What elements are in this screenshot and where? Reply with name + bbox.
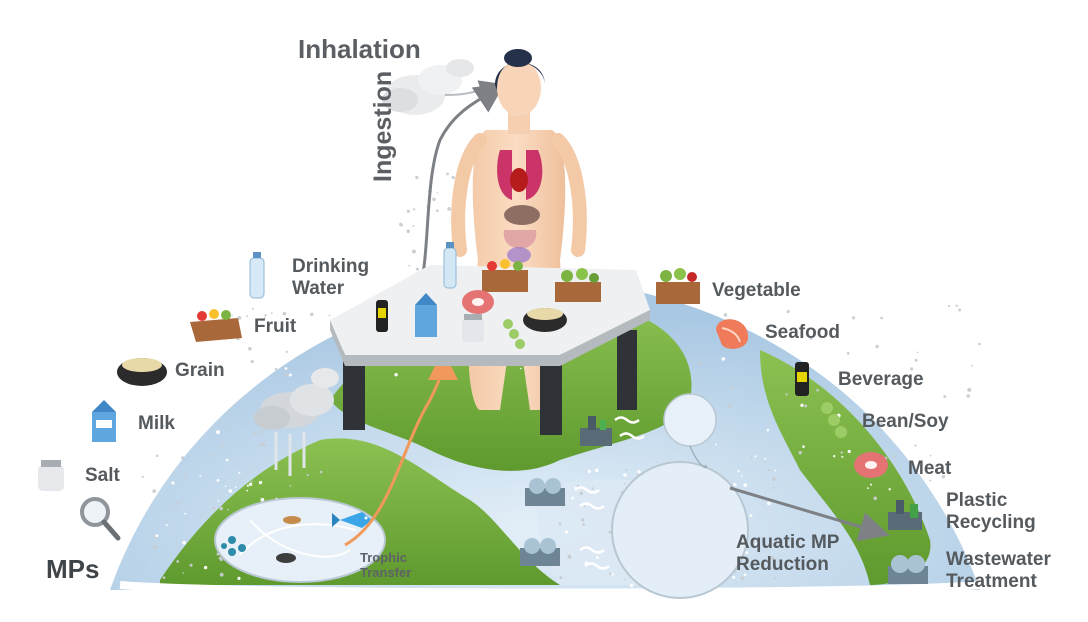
recycling-plant-icon (888, 500, 922, 530)
grain-bowl-icon (117, 358, 167, 386)
milk-carton-icon (92, 400, 116, 442)
beverage-bottle-icon (795, 362, 809, 396)
rain-cloud-icon (254, 368, 339, 476)
trophic-arrow (344, 350, 458, 547)
salt-shaker-icon (462, 314, 484, 342)
salmon-steak-icon (716, 319, 749, 349)
beverage-label: Beverage (838, 369, 924, 390)
meat-label: Meat (908, 458, 952, 479)
grain-bowl-icon (523, 308, 567, 332)
meat-steak-icon (854, 452, 888, 478)
water-bottle-icon (443, 242, 457, 289)
zoom-circle-aquatic (611, 393, 749, 599)
beverage-bottle-icon (376, 300, 388, 332)
salt-shaker-icon (38, 460, 64, 491)
peas-icon (503, 319, 525, 349)
ingestion-label: Ingestion (369, 70, 397, 182)
drinking-water-label: Drinking Water (292, 256, 370, 299)
magnifier-icon (80, 497, 121, 541)
trophic-transfer-label: Trophic Transfer (360, 550, 412, 580)
meat-steak-icon (462, 290, 494, 314)
aquatic-mp-reduction-label: Aquatic MP Reduction (736, 532, 840, 575)
wave-lines (574, 416, 645, 570)
fruit-crate-icon (482, 259, 528, 292)
ingestion-arrow (418, 83, 505, 291)
milk-label: Milk (138, 413, 175, 434)
treatment-plant-icon (888, 555, 928, 584)
inhalation-label: Inhalation (298, 34, 421, 64)
fish-icon (332, 512, 372, 528)
peas-icon (821, 402, 847, 438)
plankton-icon (221, 516, 301, 563)
reduction-arrow (729, 486, 890, 542)
treatment-plant-icon (520, 538, 560, 566)
salt-label: Salt (85, 465, 120, 486)
milk-carton-icon (415, 293, 437, 337)
grain-label: Grain (175, 360, 225, 381)
plastic-recycling-label: Plastic Recycling (946, 490, 1036, 533)
vegetable-crate-icon (656, 268, 700, 304)
vegetable-crate-icon (555, 268, 601, 302)
treatment-plant-icon (525, 478, 565, 506)
fruit-label: Fruit (254, 316, 297, 337)
zoom-circle-trophic (214, 497, 386, 583)
mps-label: MPs (46, 554, 100, 584)
seafood-label: Seafood (765, 322, 840, 343)
recycling-plant-icon (580, 416, 612, 446)
wastewater-treatment-label: Wastewater Treatment (946, 549, 1051, 592)
vegetable-label: Vegetable (712, 280, 801, 301)
bean-soy-label: Bean/Soy (862, 411, 949, 432)
cloud-icon (382, 59, 500, 115)
water-bottle-icon (249, 252, 265, 299)
fruit-crate-icon (190, 309, 242, 342)
